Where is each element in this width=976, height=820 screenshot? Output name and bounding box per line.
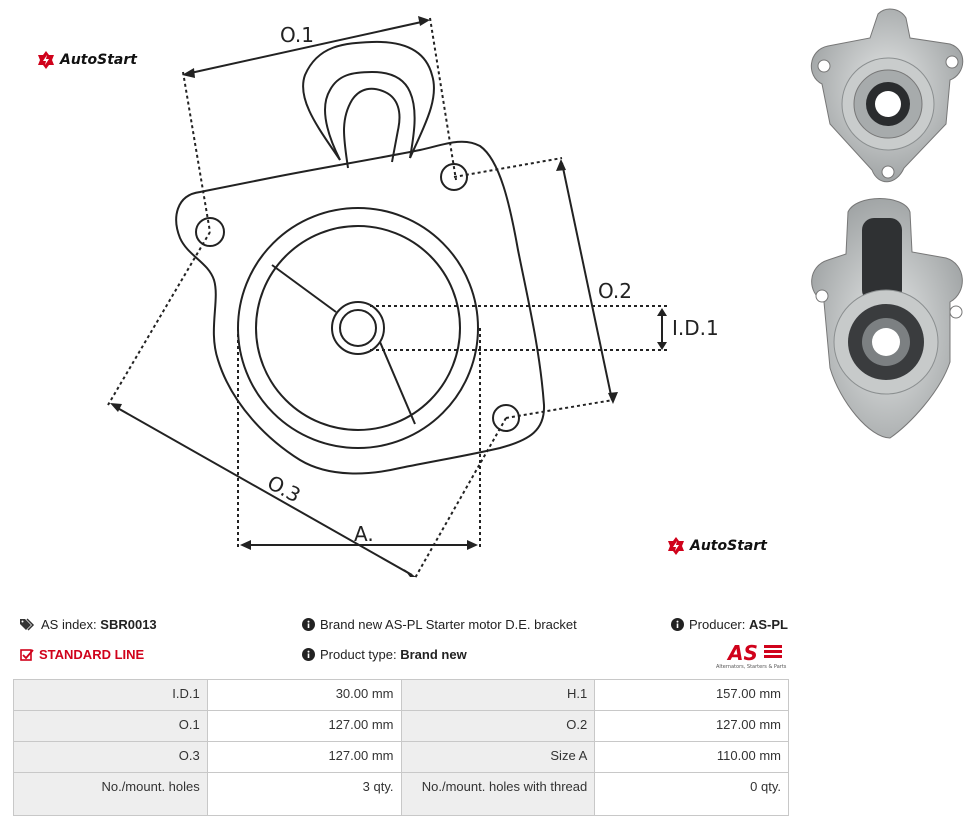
checkbox-icon <box>20 648 34 662</box>
producer-value: AS-PL <box>749 617 788 632</box>
as-index: AS index: SBR0013 <box>20 617 157 632</box>
product-photo-angle <box>811 198 963 439</box>
product-type-value: Brand new <box>400 647 467 662</box>
spec-value: 3 qty. <box>206 772 402 816</box>
technical-drawing: O.1 O.2 O.3 I.D.1 A. <box>107 16 719 579</box>
spec-value: 30.00 mm <box>206 679 402 711</box>
product-photo-front <box>810 8 964 183</box>
spec-label: H.1 <box>400 679 596 711</box>
label-o2: O.2 <box>598 279 632 303</box>
specs-table: I.D.1 30.00 mm H.1 157.00 mm O.1 127.00 … <box>13 679 789 816</box>
brand-logo-bottom: AutoStart <box>666 536 767 556</box>
svg-text:Alternators, Starters & Parts: Alternators, Starters & Parts <box>716 664 787 670</box>
label-id1: I.D.1 <box>672 316 719 340</box>
table-row: I.D.1 30.00 mm H.1 157.00 mm <box>13 679 789 711</box>
brand-name: AutoStart <box>60 52 137 68</box>
as-index-value: SBR0013 <box>100 617 157 632</box>
spec-label: No./mount. holes <box>13 772 208 816</box>
brand-logo-top: AutoStart <box>36 50 137 70</box>
standard-line: STANDARD LINE <box>20 647 144 662</box>
spec-label: O.2 <box>400 710 596 742</box>
spec-label: I.D.1 <box>13 679 208 711</box>
info-icon <box>302 648 315 661</box>
spec-value: 127.00 mm <box>206 741 402 773</box>
spec-label: No./mount. holes with thread <box>400 772 596 816</box>
spec-value: 127.00 mm <box>594 710 789 742</box>
spec-label: Size A <box>400 741 596 773</box>
spec-label: O.1 <box>13 710 208 742</box>
product-type: Product type: Brand new <box>302 647 467 662</box>
as-pl-logo: AS Alternators, Starters & Parts <box>716 641 787 670</box>
spec-value: 0 qty. <box>594 772 789 816</box>
spec-value: 127.00 mm <box>206 710 402 742</box>
table-row: O.1 127.00 mm O.2 127.00 mm <box>13 710 789 742</box>
label-a: A. <box>354 522 374 546</box>
spec-label: O.3 <box>13 741 208 773</box>
info-icon <box>302 618 315 631</box>
label-o1: O.1 <box>280 23 314 47</box>
label-o3: O.3 <box>263 470 304 507</box>
spec-value: 110.00 mm <box>594 741 789 773</box>
svg-text:AS: AS <box>726 641 758 665</box>
table-row: No./mount. holes 3 qty. No./mount. holes… <box>13 772 789 816</box>
producer: Producer: AS-PL <box>671 617 788 632</box>
tag-icon <box>20 618 36 631</box>
autostart-logo-icon <box>668 537 684 555</box>
autostart-logo-icon <box>38 51 54 69</box>
brand-name: AutoStart <box>690 538 767 554</box>
table-row: O.3 127.00 mm Size A 110.00 mm <box>13 741 789 773</box>
info-icon <box>671 618 684 631</box>
product-description: Brand new AS-PL Starter motor D.E. brack… <box>302 617 577 632</box>
spec-value: 157.00 mm <box>594 679 789 711</box>
